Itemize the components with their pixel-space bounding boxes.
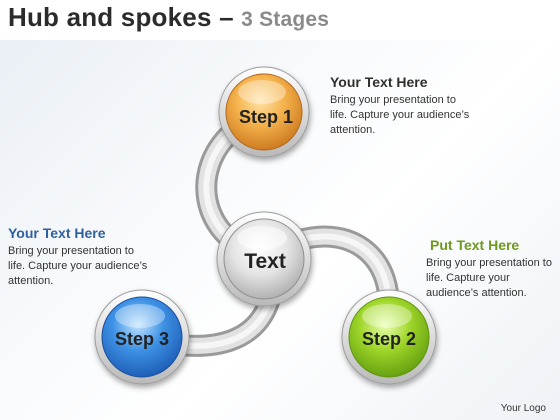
callout-bottom-right-heading: Put Text Here xyxy=(430,237,520,253)
callout-bottom-right: Put Text Here Bring your presentation to… xyxy=(426,236,556,301)
title-subtitle: 3 Stages xyxy=(241,8,330,31)
hub-label: Text xyxy=(244,250,286,273)
step1-label: Step 1 xyxy=(239,107,293,127)
callout-left-heading: Your Text Here xyxy=(8,225,106,241)
step3-label: Step 3 xyxy=(115,329,169,349)
callout-top-right-body: Bring your presentation to life. Capture… xyxy=(330,94,470,136)
callout-left: Your Text Here Bring your presentation t… xyxy=(8,224,148,289)
logo-text: Your Logo xyxy=(500,403,546,414)
title-dash: – xyxy=(219,2,234,32)
page-title: Hub and spokes – 3 Stages xyxy=(8,2,329,33)
step2-node xyxy=(341,289,437,385)
callout-top-right: Your Text Here Bring your presentation t… xyxy=(330,73,470,138)
title-bar: Hub and spokes – 3 Stages xyxy=(0,0,560,40)
hub-node xyxy=(216,211,312,307)
step2-label: Step 2 xyxy=(362,329,416,349)
step3-node xyxy=(94,289,190,385)
callout-top-right-heading: Your Text Here xyxy=(330,74,428,90)
step1-node xyxy=(218,66,310,158)
callout-bottom-right-body: Bring your presentation to life. Capture… xyxy=(426,257,552,299)
callout-left-body: Bring your presentation to life. Capture… xyxy=(8,245,148,287)
title-main: Hub and spokes xyxy=(8,2,212,32)
